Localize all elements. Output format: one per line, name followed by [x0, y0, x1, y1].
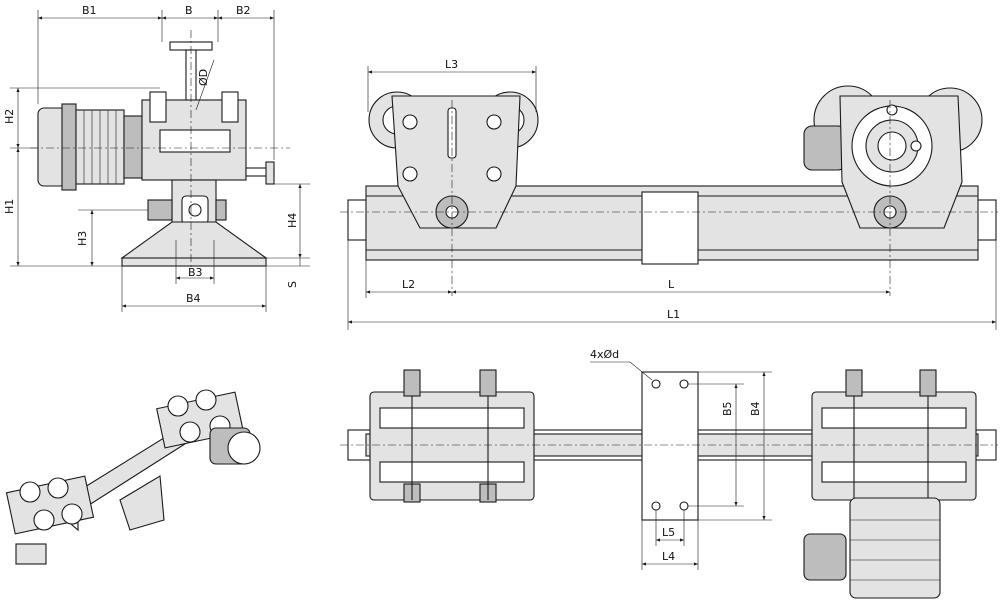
dim-l3: L3: [367, 58, 537, 112]
plan-trolley-left: [369, 369, 535, 503]
iso-trolley-right: [156, 389, 261, 465]
dim-b2: B2: [218, 4, 275, 160]
dim-label-l3: L3: [445, 58, 458, 71]
dim-h2: H2: [3, 87, 160, 149]
right-trolley: [803, 85, 983, 229]
dim-label-b4: B4: [186, 292, 201, 305]
dim-b4: B4: [121, 266, 267, 312]
dim-label-b: B: [185, 4, 193, 17]
dim-l4: L4: [641, 520, 699, 570]
dim-hole-spec: 4xØd: [590, 348, 653, 381]
dim-label-b2: B2: [236, 4, 251, 17]
center-mount-plate: [641, 191, 699, 265]
dim-label-h4: H4: [286, 213, 299, 228]
plan-trolley-right: [803, 369, 977, 599]
dim-b5: B5: [688, 383, 744, 507]
dim-l: L: [452, 278, 890, 294]
dim-b4-plan: B4: [698, 371, 772, 521]
front-view: L3 L2 L L1: [340, 58, 998, 330]
dim-label-b5: B5: [721, 401, 734, 416]
dim-label-l5: L5: [662, 526, 675, 539]
dim-label-l1: L1: [667, 308, 680, 321]
dim-h4: H4: [266, 183, 310, 259]
dim-h3: H3: [76, 209, 148, 266]
dim-label-b3: B3: [188, 266, 203, 279]
dim-label-h2: H2: [3, 109, 16, 124]
dim-l5: L5: [655, 510, 685, 546]
dim-label-phi-d: ØD: [197, 69, 210, 86]
trolley-frame-side: [141, 91, 275, 185]
dim-label-b1: B1: [82, 4, 97, 17]
dim-l1: L1: [347, 240, 997, 330]
dim-label-h3: H3: [76, 231, 89, 246]
base-bracket: [120, 221, 268, 267]
mount-hole: [679, 501, 689, 511]
mount-hole: [679, 379, 689, 389]
dim-s: S: [266, 258, 310, 288]
dim-label-l: L: [668, 278, 675, 291]
dim-b1: B1: [37, 4, 162, 104]
dim-label-hole-spec: 4xØd: [590, 348, 619, 361]
dim-b3: B3: [175, 240, 215, 284]
dim-phi-d: ØD: [195, 59, 215, 111]
dim-label-l2: L2: [402, 278, 415, 291]
dim-label-h1: H1: [3, 199, 16, 214]
dim-h1: H1: [3, 148, 122, 267]
dim-l2: L2: [365, 260, 452, 298]
plan-motor: [849, 497, 941, 599]
plan-mount-plate: [641, 371, 699, 521]
plan-view: 4xØd B5 B4 L5 L4: [340, 348, 998, 599]
dim-label-b4-plan: B4: [749, 401, 762, 416]
dim-label-l4: L4: [662, 550, 675, 563]
mount-hole: [651, 379, 661, 389]
mount-hole: [651, 501, 661, 511]
dim-label-s: S: [286, 281, 299, 288]
isometric-view: [5, 389, 261, 565]
side-view: B1 B B2 ØD H2 H1: [3, 4, 310, 312]
dim-b: B: [161, 4, 219, 42]
iso-trolley-left: [5, 475, 95, 565]
motor-drum: [37, 103, 143, 191]
